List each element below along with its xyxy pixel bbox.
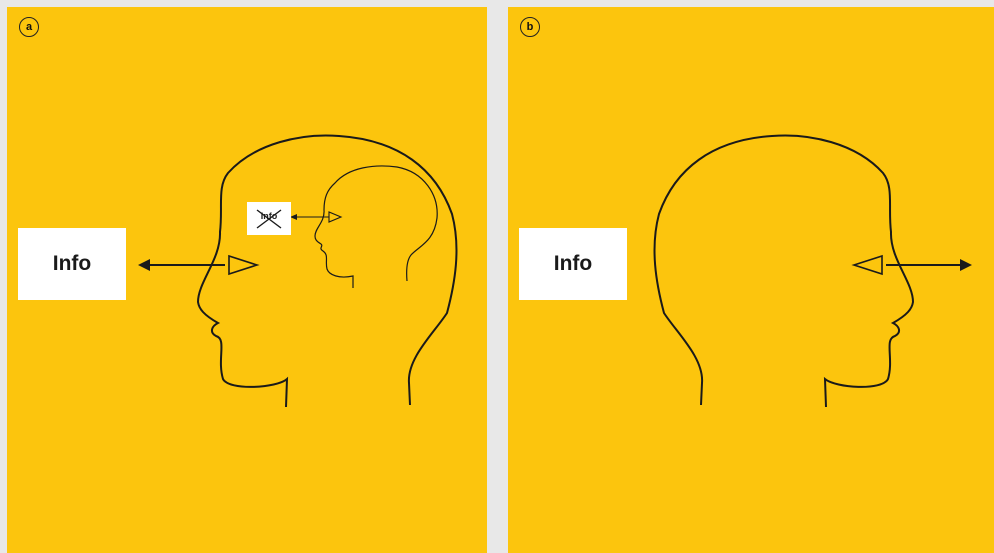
inner-eye-icon: [329, 212, 341, 222]
info-box-a-text: Info: [53, 252, 91, 276]
arrowhead-right: [960, 259, 972, 271]
inner-arrowhead-left: [290, 214, 297, 220]
info-box-a: Info: [18, 228, 126, 300]
panel-a: a Info Info: [7, 7, 487, 553]
panel-b: b Info: [508, 7, 994, 553]
outer-arrowhead: [138, 259, 150, 271]
cross-out-icon: [247, 202, 291, 235]
crossed-out-info-box: Info: [247, 202, 291, 235]
inner-head-outline: [315, 166, 437, 288]
panel-b-drawing: [508, 7, 994, 553]
outer-eye-icon: [229, 256, 257, 274]
eye-icon-right: [854, 256, 882, 274]
